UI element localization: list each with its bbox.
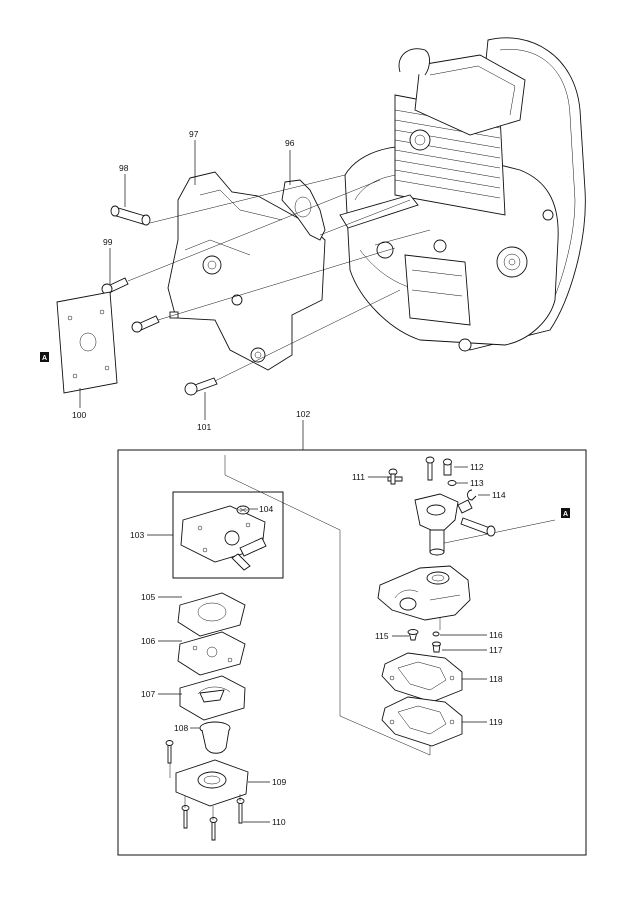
pump-body-103 — [180, 505, 267, 571]
leader-lines-top — [79, 140, 304, 450]
engine-assembly — [339, 37, 586, 352]
diaphragm-119 — [381, 696, 463, 747]
label-114: 114 — [492, 490, 506, 500]
label-96: 96 — [285, 138, 295, 148]
retainer-109 — [175, 759, 249, 807]
label-104: 104 — [259, 504, 273, 514]
screw-right — [460, 517, 496, 537]
label-102: 102 — [296, 409, 310, 419]
label-119: 119 — [489, 717, 503, 727]
label-109: 109 — [272, 777, 286, 787]
gasket-118 — [381, 652, 463, 703]
bolt-99 — [101, 277, 129, 295]
needle-117 — [432, 641, 441, 653]
label-118: 118 — [489, 674, 503, 684]
screw-111 — [387, 468, 403, 485]
insulator-bracket-97 — [167, 171, 326, 371]
label-115: 115 — [375, 631, 389, 641]
washer-113 — [447, 480, 457, 486]
label-106: 106 — [141, 636, 155, 646]
label-100: 100 — [72, 410, 86, 420]
diaphragm-106 — [177, 631, 246, 676]
gasket-105 — [177, 592, 246, 637]
label-112: 112 — [470, 462, 484, 472]
label-108: 108 — [174, 723, 188, 733]
throttle-body — [414, 493, 473, 556]
carburetor-kit-frame — [117, 449, 587, 856]
needle-screws-top — [425, 456, 452, 481]
bolt-mid — [131, 315, 160, 333]
bolt-101 — [184, 377, 218, 396]
leader-lines-carb — [147, 466, 490, 823]
clip-114 — [467, 489, 477, 501]
carburetor-body — [377, 565, 471, 621]
screen-104 — [236, 505, 250, 515]
label-107: 107 — [141, 689, 155, 699]
label-103: 103 — [130, 530, 144, 540]
marker-a-right-text: A — [563, 511, 568, 518]
label-98: 98 — [119, 163, 129, 173]
part-labels: 97 96 98 99 100 101 102 103 104 105 106 … — [72, 129, 506, 827]
reference-marker-a-right: A — [561, 508, 570, 518]
screws-110 — [165, 740, 245, 841]
label-111: 111 — [352, 472, 365, 482]
bolt-98 — [110, 205, 151, 226]
label-113: 113 — [470, 478, 484, 488]
marker-a-left-text: A — [42, 355, 47, 362]
label-105: 105 — [141, 592, 155, 602]
label-101: 101 — [197, 422, 211, 432]
oring-116 — [432, 631, 440, 637]
label-116: 116 — [489, 630, 503, 640]
label-99: 99 — [103, 237, 113, 247]
label-110: 110 — [272, 817, 286, 827]
plug-115 — [407, 629, 419, 641]
plate-100 — [56, 291, 118, 394]
assembly-guide-lines-top — [127, 174, 411, 382]
label-117: 117 — [489, 645, 503, 655]
primer-bulb-108 — [199, 721, 231, 754]
cover-107 — [179, 675, 246, 721]
reference-marker-a-left: A — [40, 352, 49, 362]
label-97: 97 — [189, 129, 199, 139]
